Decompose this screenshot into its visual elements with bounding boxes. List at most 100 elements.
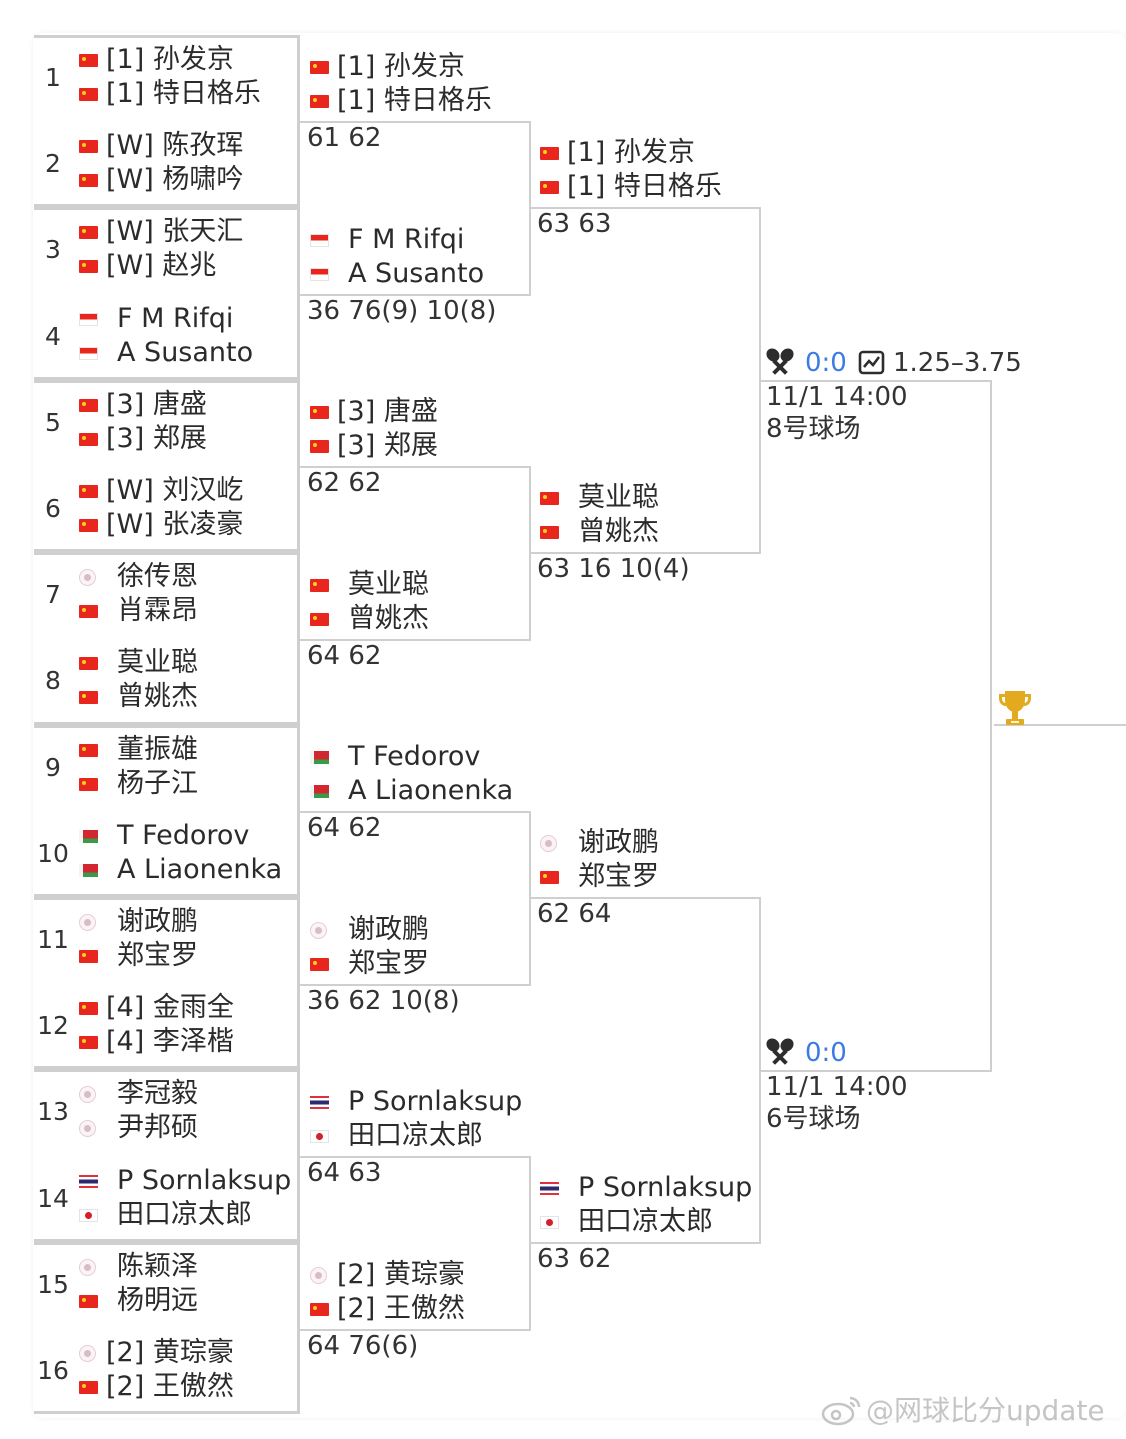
match-top-line <box>34 379 300 383</box>
player-name[interactable]: [3] 郑展 <box>106 422 207 454</box>
player-name[interactable]: T Fedorov <box>348 741 481 772</box>
player-name[interactable]: F M Rifqi <box>117 302 234 334</box>
match-top-line <box>34 207 300 211</box>
player-name[interactable]: 陈颖泽 <box>117 1250 198 1282</box>
player-name[interactable]: 莫业聪 <box>117 647 198 679</box>
seed-number: 11 <box>37 925 69 954</box>
player-name[interactable]: A Liaonenka <box>117 853 283 885</box>
player-name[interactable]: [2] 黄琮豪 <box>106 1337 234 1368</box>
seed-number: 5 <box>45 407 61 437</box>
player-name[interactable]: P Sornlaksup <box>348 1086 523 1117</box>
flag-tpe-icon <box>310 1266 327 1284</box>
match-connector <box>529 811 531 984</box>
seed-number: 4 <box>45 321 61 351</box>
seed-number: 7 <box>45 580 61 610</box>
player-name[interactable]: [W] 赵兆 <box>106 250 217 282</box>
player-name[interactable]: T Fedorov <box>117 819 250 851</box>
player-name[interactable]: 田口凉太郎 <box>578 1206 713 1237</box>
player-name[interactable]: A Susanto <box>348 257 485 289</box>
flag-tpe-icon <box>79 1345 96 1362</box>
seed-number: 10 <box>37 838 69 868</box>
player-name[interactable]: [1] 孙发京 <box>337 51 465 82</box>
player-name[interactable]: 谢政鹏 <box>578 827 659 858</box>
crossed-rackets-icon[interactable] <box>764 1036 796 1068</box>
flag-cn-icon <box>540 181 559 194</box>
flag-cn-icon <box>79 1294 98 1308</box>
player-name[interactable]: [1] 特日格乐 <box>567 171 722 202</box>
flag-cn-icon <box>79 605 98 619</box>
match-connector <box>297 35 300 208</box>
match-time: 11/1 14:00 <box>766 382 908 412</box>
match-score: 61 62 <box>307 123 382 153</box>
match-top-line <box>34 1069 300 1073</box>
trend-chart-icon[interactable] <box>858 349 886 377</box>
player-name[interactable]: 郑宝罗 <box>117 940 198 971</box>
flag-jp-icon <box>79 1208 98 1222</box>
player-name[interactable]: [W] 张天汇 <box>106 216 244 248</box>
player-name[interactable]: [2] 王傲然 <box>106 1371 234 1402</box>
flag-jp-icon <box>310 1130 329 1143</box>
player-name[interactable]: 杨明远 <box>117 1284 198 1316</box>
player-name[interactable]: [1] 特日格乐 <box>106 78 261 109</box>
advance-line <box>761 1070 992 1072</box>
player-name[interactable]: 谢政鹏 <box>117 906 198 937</box>
player-name[interactable]: 曾姚杰 <box>578 516 659 547</box>
player-name[interactable]: 莫业聪 <box>348 568 429 600</box>
flag-by-icon <box>79 829 98 843</box>
player-name[interactable]: P Sornlaksup <box>578 1172 753 1203</box>
advance-line <box>300 1328 531 1331</box>
live-score: 0:0 <box>805 1038 847 1068</box>
player-name[interactable]: 郑宝罗 <box>578 861 659 892</box>
player-name[interactable]: [1] 特日格乐 <box>337 85 492 116</box>
crossed-rackets-icon[interactable] <box>764 346 796 378</box>
player-name[interactable]: [3] 郑展 <box>337 430 438 461</box>
flag-tpe-icon <box>79 1120 96 1138</box>
player-name[interactable]: 曾姚杰 <box>117 681 198 713</box>
flag-tpe-icon <box>79 914 96 931</box>
player-name[interactable]: [W] 刘汉屹 <box>106 475 244 506</box>
player-name[interactable]: 肖霖昂 <box>117 595 198 627</box>
player-name[interactable]: [1] 孙发京 <box>567 137 695 168</box>
player-name[interactable]: 莫业聪 <box>578 482 659 513</box>
match-connector <box>529 121 531 294</box>
player-name[interactable]: 徐传恩 <box>117 561 198 593</box>
match-score: 63 63 <box>537 209 612 239</box>
flag-cn-icon <box>79 1002 98 1016</box>
player-name[interactable]: [2] 王傲然 <box>337 1292 465 1324</box>
player-name[interactable]: [2] 黄琮豪 <box>337 1258 465 1290</box>
player-name[interactable]: [3] 唐盛 <box>337 396 438 427</box>
semi-connector <box>990 380 992 1070</box>
player-name[interactable]: A Susanto <box>117 336 254 368</box>
flag-tpe-icon <box>79 1086 96 1104</box>
flag-id-icon <box>79 312 98 326</box>
flag-tpe-icon <box>540 835 557 852</box>
player-name[interactable]: 曾姚杰 <box>348 602 429 634</box>
match-score: 64 63 <box>307 1158 382 1188</box>
flag-by-icon <box>310 751 329 764</box>
flag-cn-icon <box>79 398 98 412</box>
player-name[interactable]: 李冠毅 <box>117 1078 198 1110</box>
match-bottom-line <box>34 204 300 208</box>
player-name[interactable]: 尹邦硕 <box>117 1112 198 1144</box>
player-name[interactable]: [4] 李泽楷 <box>106 1026 234 1058</box>
match-time: 11/1 14:00 <box>766 1072 908 1102</box>
player-name[interactable]: [3] 唐盛 <box>106 388 207 420</box>
match-connector <box>297 379 300 553</box>
player-name[interactable]: P Sornlaksup <box>117 1164 292 1196</box>
player-name[interactable]: [1] 孙发京 <box>106 44 234 75</box>
match-bottom-line <box>34 376 300 380</box>
player-name[interactable]: 郑宝罗 <box>348 947 429 979</box>
player-name[interactable]: F M Rifqi <box>348 223 465 255</box>
player-name[interactable]: 田口凉太郎 <box>348 1120 483 1151</box>
player-name[interactable]: 董振雄 <box>117 733 198 765</box>
player-name[interactable]: A Liaonenka <box>348 775 514 806</box>
player-name[interactable]: [W] 陈孜珲 <box>106 130 244 162</box>
player-name[interactable]: [4] 金雨全 <box>106 992 234 1024</box>
player-name[interactable]: 田口凉太郎 <box>117 1198 252 1230</box>
player-name[interactable]: 杨子江 <box>117 767 198 799</box>
flag-tpe-icon <box>310 921 327 939</box>
player-name[interactable]: 谢政鹏 <box>348 913 429 945</box>
flag-cn-icon <box>79 88 98 101</box>
player-name[interactable]: [W] 杨啸吟 <box>106 164 244 196</box>
player-name[interactable]: [W] 张凌豪 <box>106 509 244 540</box>
